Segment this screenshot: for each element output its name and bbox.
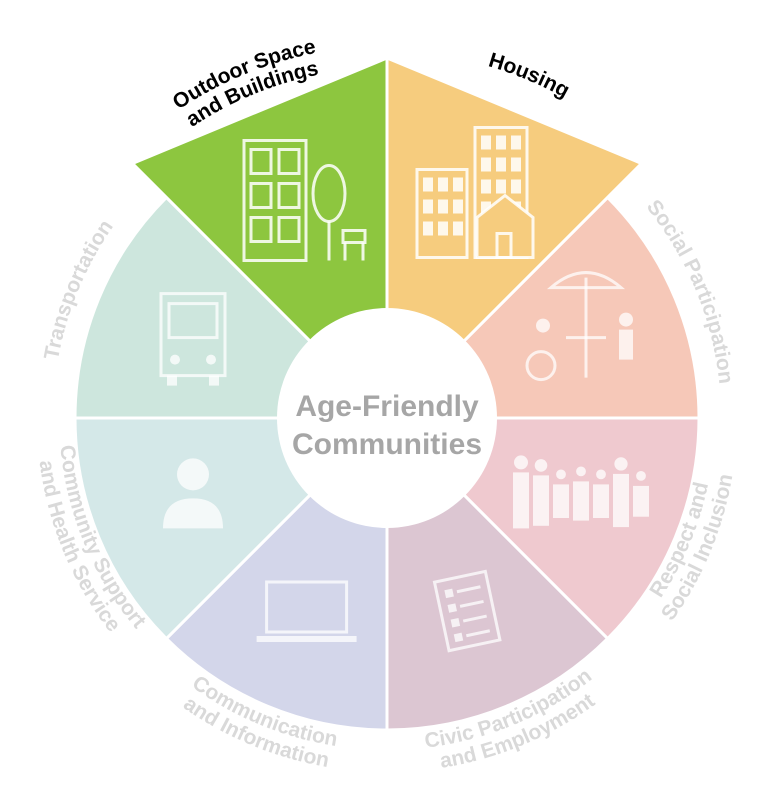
family-group-icon bbox=[513, 455, 649, 529]
segment-label-line: Housing bbox=[486, 49, 573, 103]
center-hub bbox=[277, 308, 497, 528]
center-title-line2: Communities bbox=[292, 428, 482, 461]
laptop-icon bbox=[256, 580, 357, 642]
apartments-house-icon bbox=[415, 126, 535, 259]
people-at-table-icon bbox=[525, 271, 633, 382]
bus-icon bbox=[159, 292, 227, 386]
building-tree-bench-icon bbox=[242, 139, 367, 262]
doctor-icon bbox=[163, 458, 223, 529]
center-title-line1: Age-Friendly bbox=[295, 390, 479, 423]
document-checklist-icon bbox=[432, 569, 502, 653]
